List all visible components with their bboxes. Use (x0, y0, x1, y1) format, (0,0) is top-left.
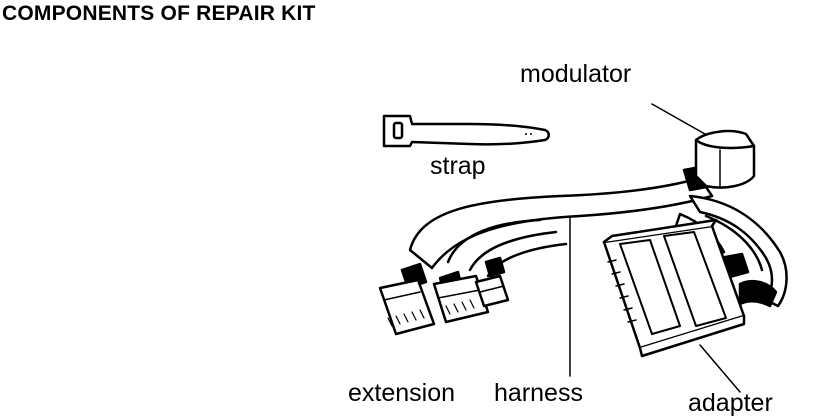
modulator-drawing (694, 129, 756, 189)
strap-label: strap (430, 152, 486, 180)
adapter-label: adapter (688, 389, 773, 417)
strap-drawing (382, 114, 550, 148)
extension-connectors-drawing (378, 274, 510, 336)
harness-label: harness (494, 379, 583, 407)
extension-label: extension (348, 379, 456, 407)
modulator-leader-line (651, 103, 713, 139)
modulator-label: modulator (520, 60, 632, 88)
page-title: COMPONENTS OF REPAIR KIT (2, 2, 316, 25)
adapter-drawing (602, 218, 746, 358)
leader-lines (569, 103, 741, 393)
adapter-leader-line (699, 344, 741, 393)
